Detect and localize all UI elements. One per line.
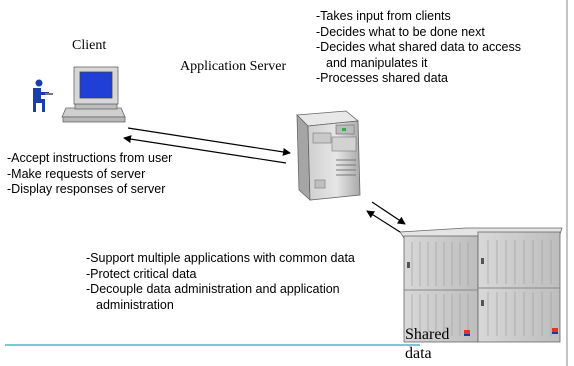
user-person-icon	[33, 79, 53, 112]
server-responsibility-item: -Processes shared data	[316, 71, 449, 85]
client-responsibility-item: -Make requests of server	[7, 166, 146, 181]
server-responsibility-item: -Decides what to be done next	[316, 24, 485, 39]
shared-data-responsibilities: -Support multiple applications with comm…	[86, 251, 355, 313]
application-server-responsibilities: -Takes input from clients -Decides what …	[316, 9, 521, 87]
data-responsibility-item: -Support multiple applications with comm…	[86, 251, 355, 265]
client-responsibility-item: -Display responses of server	[7, 182, 166, 196]
client-label: Client	[72, 38, 107, 53]
shared-data-label-line: Shared	[405, 326, 450, 343]
data-responsibility-item: -Decouple data administration and applic…	[86, 282, 340, 296]
client-computer-icon	[61, 66, 126, 123]
server-responsibility-item: -Decides what shared data to access	[316, 40, 521, 54]
arrow-data-to-server	[366, 210, 401, 233]
arrow-server-to-client	[123, 135, 287, 164]
server-responsibility-item: -Takes input from clients	[316, 9, 451, 23]
application-server-icon	[296, 110, 361, 201]
client-responsibility-item: -Accept instructions from user	[7, 151, 173, 165]
application-server-label: Application Server	[180, 59, 287, 74]
shared-data-label-line: data	[405, 345, 432, 362]
shared-data-storage-icon	[399, 227, 563, 343]
arrow-client-to-server	[127, 127, 291, 156]
server-responsibility-item: and manipulates it	[326, 55, 428, 70]
shared-data-label: Shared data	[405, 325, 465, 363]
arrow-server-to-data	[371, 201, 406, 225]
client-responsibilities: -Accept instructions from user -Make req…	[7, 151, 172, 198]
data-responsibility-item: -Protect critical data	[86, 266, 197, 281]
data-responsibility-item: administration	[96, 297, 174, 312]
